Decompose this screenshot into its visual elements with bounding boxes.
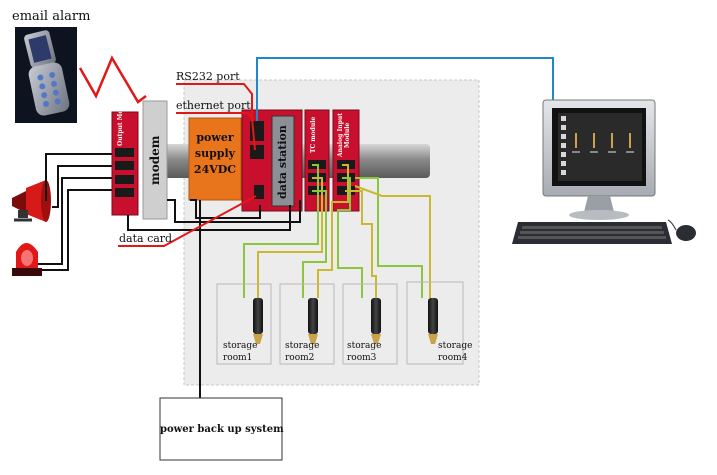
power-supply-line-3: 24VDC <box>193 163 237 176</box>
rs232-cable <box>256 57 554 121</box>
mobile-phone-icon <box>15 27 77 123</box>
modem <box>142 100 168 220</box>
internal-wiring <box>127 199 301 398</box>
storage-room-1-line-2: room1 <box>223 353 253 363</box>
power-supply-label: power supply 24VDC <box>189 130 241 178</box>
data-station-label: data station <box>276 125 289 199</box>
temperature-probe-icon <box>308 298 318 344</box>
analog-input-module-label: Analog Input Module <box>337 113 351 157</box>
storage-room-4-line-2: room4 <box>438 353 468 363</box>
storage-room-4-line-1: storage <box>438 341 473 351</box>
storage-room-2-box <box>279 283 335 365</box>
email-alarm-label: email alarm <box>12 9 91 24</box>
power-backup-box <box>159 397 283 461</box>
data-card-slot <box>254 185 264 199</box>
storage-room-3-box <box>342 283 398 365</box>
power-supply-line-2: supply <box>194 147 236 160</box>
storage-room-2-label: storage room2 <box>285 340 319 364</box>
storage-room-1-line-1: storage <box>223 341 258 351</box>
keyboard-icon <box>512 222 672 244</box>
storage-room-2-line-1: storage <box>285 341 320 351</box>
temperature-probe-icon <box>253 298 263 344</box>
storage-room-4-label: storage room4 <box>438 340 472 364</box>
rs232-port-label: RS232 port <box>176 70 240 83</box>
output-module-label: Output Module <box>117 94 124 146</box>
output-module-terminals <box>115 148 134 197</box>
sensor-wiring <box>243 164 431 298</box>
modem-label: modem <box>148 135 162 185</box>
tc-module-label: TC module <box>310 116 317 154</box>
storage-room-3-line-2: room3 <box>347 353 377 363</box>
wireless-link <box>78 55 147 104</box>
ethernet-port <box>250 145 264 159</box>
alarm-beacon-icon <box>12 243 42 276</box>
storage-room-3-label: storage room3 <box>347 340 381 364</box>
computer-monitor-icon <box>542 99 656 220</box>
siren-icon <box>12 180 51 222</box>
power-backup-label: power back up system <box>160 424 284 435</box>
alarm-wiring <box>38 153 112 271</box>
mouse-icon <box>667 219 696 241</box>
storage-room-4-box <box>406 281 464 365</box>
storage-room-1-box <box>216 283 272 365</box>
callout-lines <box>118 83 257 247</box>
data-station-display <box>271 115 295 207</box>
temperature-probe-icon <box>371 298 381 344</box>
power-supply <box>188 117 242 201</box>
temperature-probe-icon <box>428 298 438 344</box>
storage-room-3-line-1: storage <box>347 341 382 351</box>
storage-room-2-line-2: room2 <box>285 353 315 363</box>
storage-room-1-label: storage room1 <box>223 340 257 364</box>
power-supply-line-1: power <box>196 131 234 144</box>
ethernet-port-label: ethernet port <box>176 99 251 112</box>
data-card-label: data card <box>119 232 173 245</box>
